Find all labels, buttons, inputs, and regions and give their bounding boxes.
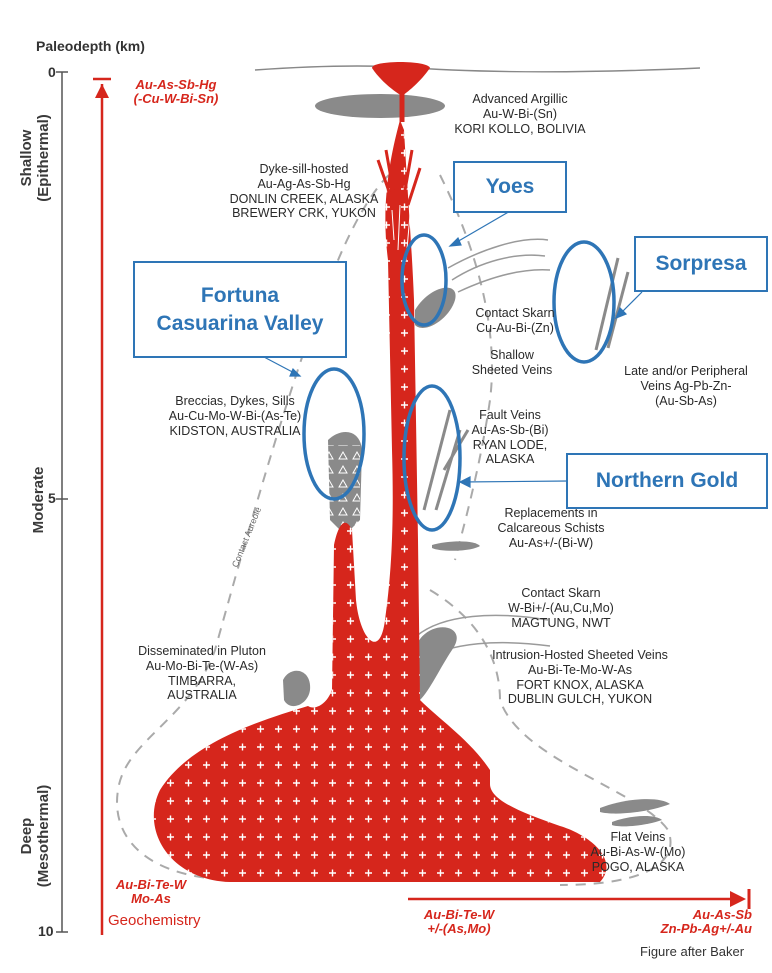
geochem-top: Au-As-Sb-Hg(-Cu-W-Bi-Sn) [116, 78, 236, 107]
axis-title: Paleodepth (km) [36, 38, 145, 55]
ground-surface [255, 66, 700, 72]
zone-shallow: Shallow(Epithermal) [18, 98, 54, 218]
callout-northern-gold: Northern Gold [566, 453, 768, 509]
tick-0: 0 [48, 64, 56, 81]
zone-moderate: Moderate [30, 450, 50, 550]
zone-deep: Deep(Mesothermal) [18, 776, 54, 896]
depth-axis [56, 72, 68, 932]
geochem-vertical-arrow [93, 79, 111, 935]
callout-sorpresa: Sorpresa [634, 236, 768, 292]
geochem-lateral-left: Au-Bi-Te-W+/-(As,Mo) [404, 908, 514, 937]
geochem-lateral-arrow [408, 889, 749, 909]
callout-yoes: Yoes [453, 161, 567, 213]
figure-credit: Figure after Baker [640, 944, 744, 959]
tick-10: 10 [38, 923, 54, 940]
geochem-caption: Geochemistry [108, 912, 201, 930]
